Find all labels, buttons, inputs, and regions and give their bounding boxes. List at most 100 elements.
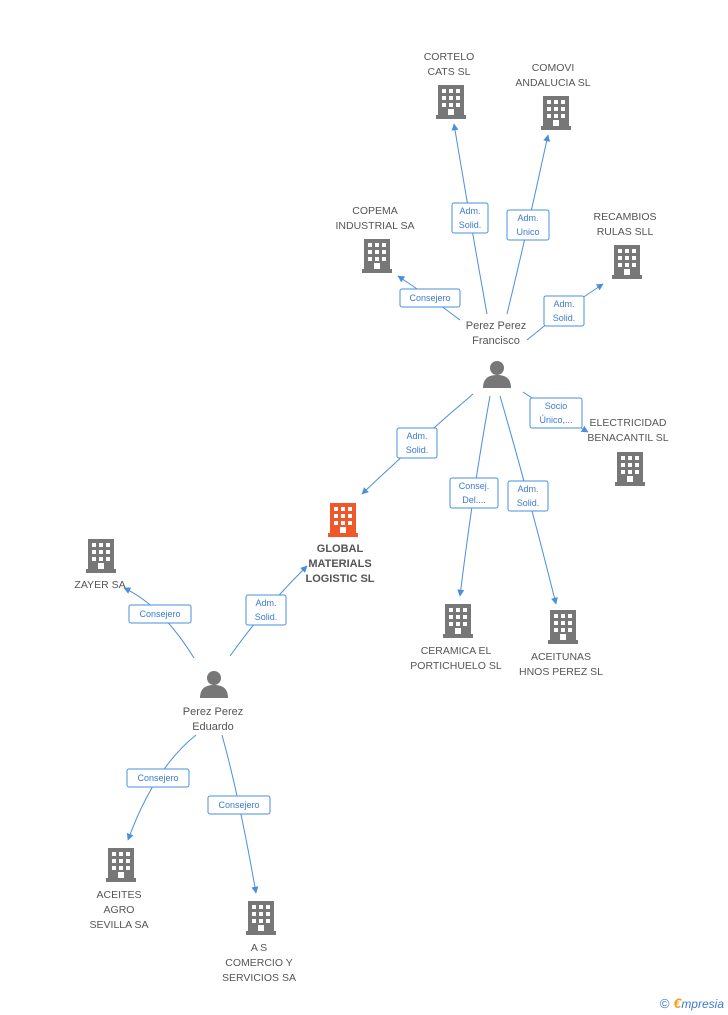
relation-label-box (399, 288, 461, 308)
company-node-cortelo[interactable]: CORTELO CATS SL (424, 51, 475, 119)
relation-labels-layer: Adm.Solid.Adm.UnicoConsejeroAdm.Solid.So… (126, 202, 585, 815)
building-icon (541, 96, 571, 130)
building-icon (436, 85, 466, 119)
relation-label-box (543, 295, 585, 327)
company-label: BENACANTIL SL (587, 432, 668, 444)
relation-label-text: Adm. (459, 206, 480, 216)
company-node-comovi[interactable]: COMOVI ANDALUCIA SL (515, 62, 591, 130)
building-icon (548, 610, 578, 644)
building-icon (362, 239, 392, 273)
relation-label-box (207, 795, 271, 815)
building-icon (615, 452, 645, 486)
relation-label-text: Solid. (517, 498, 540, 508)
relation-label-box (449, 477, 499, 509)
relation-label-francisco-to-electricidad[interactable]: SocioÚnico,... (529, 397, 583, 429)
company-label: RECAMBIOS (593, 211, 656, 223)
company-label: HNOS PEREZ SL (519, 666, 603, 678)
company-label: SERVICIOS SA (222, 972, 296, 984)
building-icon (86, 539, 116, 573)
relation-label-text: Adm. (406, 431, 427, 441)
relation-label-text: Único,... (539, 415, 572, 425)
company-label: A S (251, 942, 267, 954)
company-label: AGRO (104, 904, 135, 916)
company-label: RULAS SLL (597, 226, 654, 238)
relation-label-text: Solid. (459, 220, 482, 230)
relation-label-francisco-to-global[interactable]: Adm. Solid. (396, 427, 438, 459)
logo-text: mpresia (681, 997, 724, 1011)
relation-label-francisco-to-recambios[interactable]: Adm. Solid. (543, 295, 585, 327)
relation-label-text: Adm. (255, 598, 276, 608)
company-label: COMOVI (532, 62, 575, 74)
company-label: CORTELO (424, 51, 475, 63)
relation-label-francisco-to-cortelo[interactable]: Adm. Solid. (451, 202, 489, 234)
relation-label-text: Adm. (553, 299, 574, 309)
relation-label-eduardo-to-global[interactable]: Adm. Solid. (245, 594, 287, 626)
person-icon (200, 671, 228, 698)
relation-label-box (529, 397, 583, 429)
company-label: PORTICHUELO SL (410, 660, 502, 672)
company-label: LOGISTIC SL (305, 573, 374, 585)
company-label: GLOBAL (317, 543, 364, 555)
company-label: CATS SL (428, 66, 471, 78)
company-label: COPEMA (352, 205, 398, 217)
company-node-aceitunas[interactable]: ACEITUNAS HNOS PEREZ SL (519, 610, 603, 678)
copyright-symbol: © (659, 996, 670, 1011)
relation-label-eduardo-to-aceites[interactable]: Consejero (126, 768, 190, 788)
building-icon (246, 901, 276, 935)
company-label: INDUSTRIAL SA (336, 220, 415, 232)
relation-label-text: Consejero (218, 800, 259, 810)
relation-label-text: Del.... (462, 495, 486, 505)
relation-label-box (506, 209, 550, 241)
relation-label-box (245, 594, 287, 626)
person-label: Eduardo (192, 721, 234, 733)
company-node-copema[interactable]: COPEMA INDUSTRIAL SA (336, 205, 415, 273)
relation-label-francisco-to-aceitunas[interactable]: Adm.Solid. (507, 480, 549, 512)
company-node-as[interactable]: A S COMERCIO Y SERVICIOS SA (222, 901, 296, 984)
relation-label-francisco-to-ceramica[interactable]: Consej. Del.... (449, 477, 499, 509)
company-node-zayer[interactable]: ZAYER SA (74, 539, 126, 591)
person-label: Francisco (472, 335, 520, 347)
company-label: COMERCIO Y (225, 957, 292, 969)
relation-label-text: Solid. (255, 612, 278, 622)
relation-label-text: Solid. (406, 445, 429, 455)
relation-label-text: Consejero (409, 293, 450, 303)
company-label: ELECTRICIDAD (589, 417, 666, 429)
relation-label-box (126, 768, 190, 788)
relation-label-text: Unico (516, 227, 539, 237)
relation-label-text: Socio (545, 401, 568, 411)
building-icon (106, 848, 136, 882)
relation-label-francisco-to-comovi[interactable]: Adm. Unico (506, 209, 550, 241)
empresia-logo[interactable]: ©€mpresia (660, 995, 724, 1011)
company-label: ACEITES (97, 889, 142, 901)
relation-label-text: Consej. (459, 481, 490, 491)
building-icon (328, 503, 358, 537)
relation-label-box (128, 604, 192, 624)
logo-e-mark: € (673, 995, 682, 1011)
company-label: ACEITUNAS (531, 651, 591, 663)
company-node-global[interactable]: GLOBAL MATERIALS LOGISTIC SL (305, 503, 375, 585)
company-node-aceites[interactable]: ACEITES AGRO SEVILLA SA (90, 848, 149, 931)
nodes-layer: GLOBAL MATERIALS LOGISTIC SL CORTELO CATS SL… (74, 51, 668, 984)
person-icon (483, 361, 511, 388)
relation-label-text: Consejero (137, 773, 178, 783)
company-label: MATERIALS (308, 558, 371, 570)
company-node-ceramica[interactable]: CERAMICA EL PORTICHUELO SL (410, 604, 502, 672)
company-label: ZAYER SA (74, 579, 125, 591)
company-node-electricidad[interactable]: ELECTRICIDAD BENACANTIL SL (587, 417, 669, 486)
company-label: SEVILLA SA (90, 919, 149, 931)
company-label: ANDALUCIA SL (515, 77, 590, 89)
relation-label-text: Consejero (139, 609, 180, 619)
building-icon (443, 604, 473, 638)
relation-label-eduardo-to-zayer[interactable]: Consejero (128, 604, 192, 624)
relation-label-text: Adm. (517, 213, 538, 223)
company-node-recambios[interactable]: RECAMBIOS RULAS SLL (593, 211, 657, 279)
relation-label-eduardo-to-as[interactable]: Consejero (207, 795, 271, 815)
company-label: CERAMICA EL (421, 645, 492, 657)
person-label: Perez Perez (183, 706, 244, 718)
person-label: Perez Perez (466, 320, 527, 332)
relation-label-text: Solid. (553, 313, 576, 323)
relation-label-francisco-to-copema[interactable]: Consejero (399, 288, 461, 308)
